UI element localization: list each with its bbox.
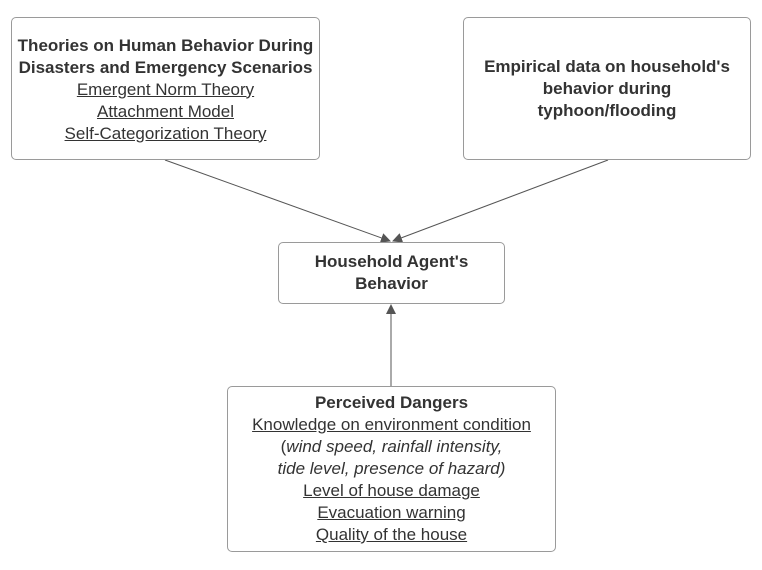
danger-item-evacuation-warning: Evacuation warning	[317, 503, 466, 522]
theory-item-emergent-norm: Emergent Norm Theory	[76, 79, 255, 99]
node-empirical-title: Empirical data on household's behavior d…	[484, 56, 730, 120]
danger-note-line2: tide level, presence of hazard)	[277, 459, 506, 478]
node-household-agent: Household Agent's Behavior	[278, 242, 505, 304]
node-theories: Theories on Human Behavior During Disast…	[11, 17, 320, 160]
node-agent-title: Household Agent's Behavior	[314, 252, 469, 293]
node-empirical-data: Empirical data on household's behavior d…	[463, 17, 751, 160]
danger-note-line1: (wind speed, rainfall intensity,	[281, 436, 503, 458]
node-perceived-dangers: Perceived Dangers Knowledge on environme…	[227, 386, 556, 552]
node-dangers-title: Perceived Dangers	[314, 393, 469, 412]
node-theories-title: Theories on Human Behavior During Disast…	[17, 35, 314, 77]
danger-item-environment-knowledge: Knowledge on environment condition	[252, 415, 531, 434]
danger-note-text-line1: wind speed, rainfall intensity,	[286, 437, 503, 456]
edge-theories-to-agent	[164, 159, 391, 243]
danger-item-house-damage: Level of house damage	[303, 481, 480, 500]
edge-empirical-to-agent	[392, 159, 609, 243]
theory-item-self-categorization: Self-Categorization Theory	[64, 123, 267, 143]
danger-item-house-quality: Quality of the house	[315, 525, 468, 544]
theory-item-attachment-model: Attachment Model	[96, 101, 234, 121]
danger-note-open-paren: (	[280, 437, 287, 456]
